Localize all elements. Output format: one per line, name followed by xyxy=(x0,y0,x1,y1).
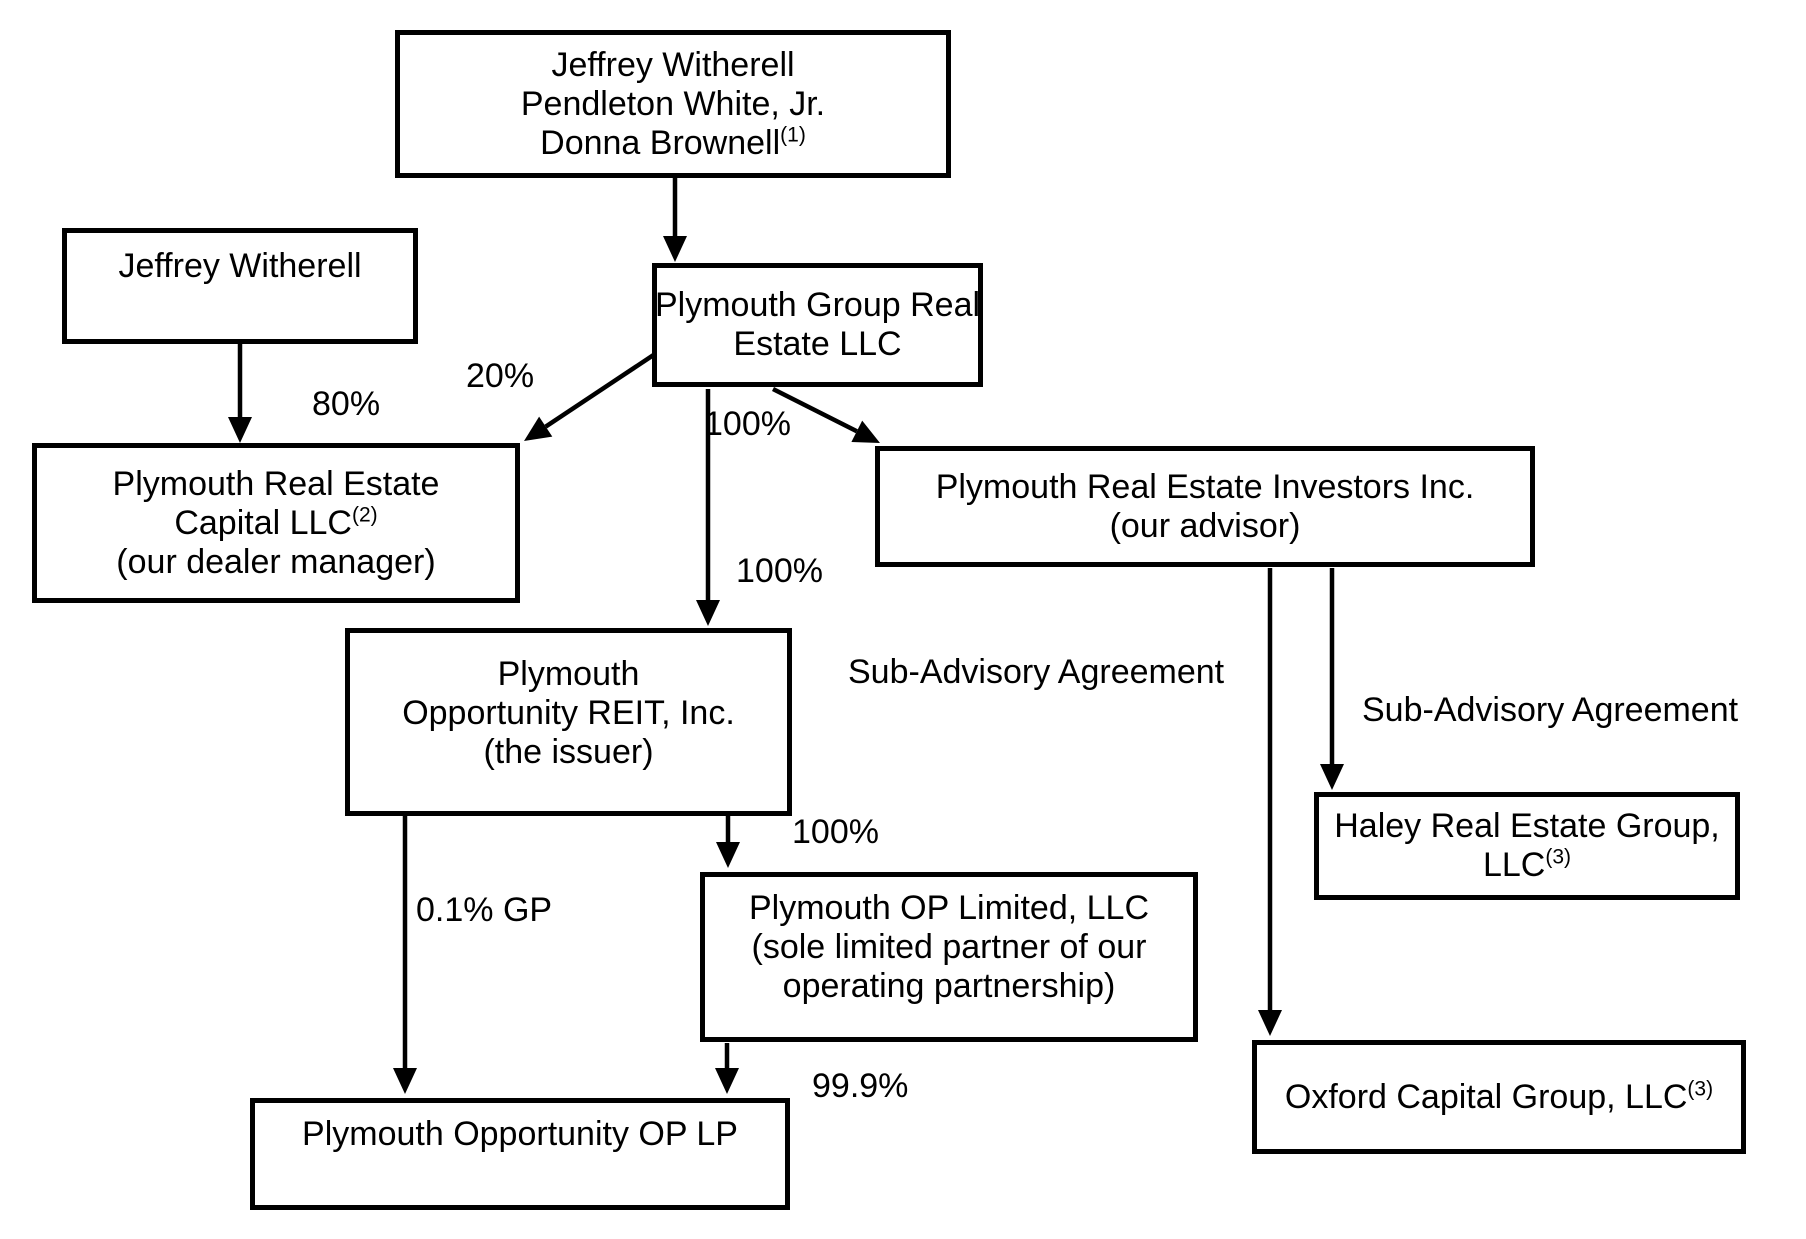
node-line: operating partnership) xyxy=(782,967,1116,1005)
node-advisor: Plymouth Real Estate Investors Inc. (our… xyxy=(875,446,1535,567)
edge-oplimited-to-oplp xyxy=(715,1043,739,1094)
node-line: Jeffrey Witherell xyxy=(551,45,795,84)
node-line: Plymouth xyxy=(497,655,640,693)
node-line: Plymouth Real Estate xyxy=(112,464,440,503)
node-issuer-reit: Plymouth Opportunity REIT, Inc. (the iss… xyxy=(345,628,792,816)
node-line: (sole limited partner of our xyxy=(751,928,1147,966)
node-line: Estate LLC xyxy=(733,325,902,363)
footnote-marker-2: (2) xyxy=(351,503,378,527)
footnote-marker-1: (1) xyxy=(780,123,806,147)
node-op-limited: Plymouth OP Limited, LLC (sole limited p… xyxy=(700,872,1198,1042)
node-line: Plymouth Group Real xyxy=(654,286,981,324)
edge-label-100pct-op-limited: 100% xyxy=(792,813,879,851)
edge-label-80pct: 80% xyxy=(312,385,381,423)
node-line: Donna Brownell(1) xyxy=(540,123,806,162)
node-oxford-group: Oxford Capital Group, LLC(3) xyxy=(1252,1040,1746,1154)
node-plymouth-group: Plymouth Group Real Estate LLC xyxy=(652,263,983,387)
edge-principals-to-group xyxy=(663,178,687,262)
edge-investors-to-oxford xyxy=(1258,568,1282,1036)
node-line: LLC(3) xyxy=(1482,845,1572,884)
node-dealer-manager: Plymouth Real Estate Capital LLC(2) (our… xyxy=(32,443,520,603)
footnote-marker-3: (3) xyxy=(1687,1077,1714,1101)
edge-label-subadvisory-oxford: Sub-Advisory Agreement xyxy=(848,653,1225,691)
edge-witherell-to-dealer xyxy=(228,344,252,443)
node-line: (our dealer manager) xyxy=(116,542,436,581)
node-haley-group: Haley Real Estate Group, LLC(3) xyxy=(1314,792,1740,900)
node-line: Plymouth OP Limited, LLC xyxy=(749,889,1149,927)
edge-label-20pct: 20% xyxy=(466,357,535,395)
node-line: (the issuer) xyxy=(483,733,654,771)
node-line: Plymouth Real Estate Investors Inc. xyxy=(935,467,1475,506)
edge-label-gp: 0.1% GP xyxy=(416,891,553,929)
node-jeffrey-witherell: Jeffrey Witherell xyxy=(62,228,418,344)
footnote-marker-3: (3) xyxy=(1545,845,1572,869)
node-line: Pendleton White, Jr. xyxy=(520,84,826,123)
edge-reit-to-oplimited xyxy=(716,816,740,868)
edge-reit-to-oplp xyxy=(393,816,417,1094)
node-line: Capital LLC(2) xyxy=(174,503,378,542)
edge-label-100pct-reit: 100% xyxy=(736,552,823,590)
node-principals: Jeffrey Witherell Pendleton White, Jr. D… xyxy=(395,30,951,178)
node-line: Jeffrey Witherell xyxy=(118,247,362,285)
node-line: Haley Real Estate Group, xyxy=(1334,807,1720,845)
node-line: (our advisor) xyxy=(1109,506,1301,545)
edge-investors-to-haley xyxy=(1320,568,1344,790)
edge-label-99-9pct: 99.9% xyxy=(812,1067,909,1105)
edge-label-subadvisory-haley: Sub-Advisory Agreement xyxy=(1362,691,1739,729)
edge-label-100pct-advisor: 100% xyxy=(704,405,791,443)
edge-group-to-dealer xyxy=(524,350,660,441)
node-line: Opportunity REIT, Inc. xyxy=(402,694,735,732)
node-line: Plymouth Opportunity OP LP xyxy=(302,1115,738,1153)
node-operating-partnership: Plymouth Opportunity OP LP xyxy=(250,1098,790,1210)
node-line: Oxford Capital Group, LLC(3) xyxy=(1284,1077,1714,1116)
